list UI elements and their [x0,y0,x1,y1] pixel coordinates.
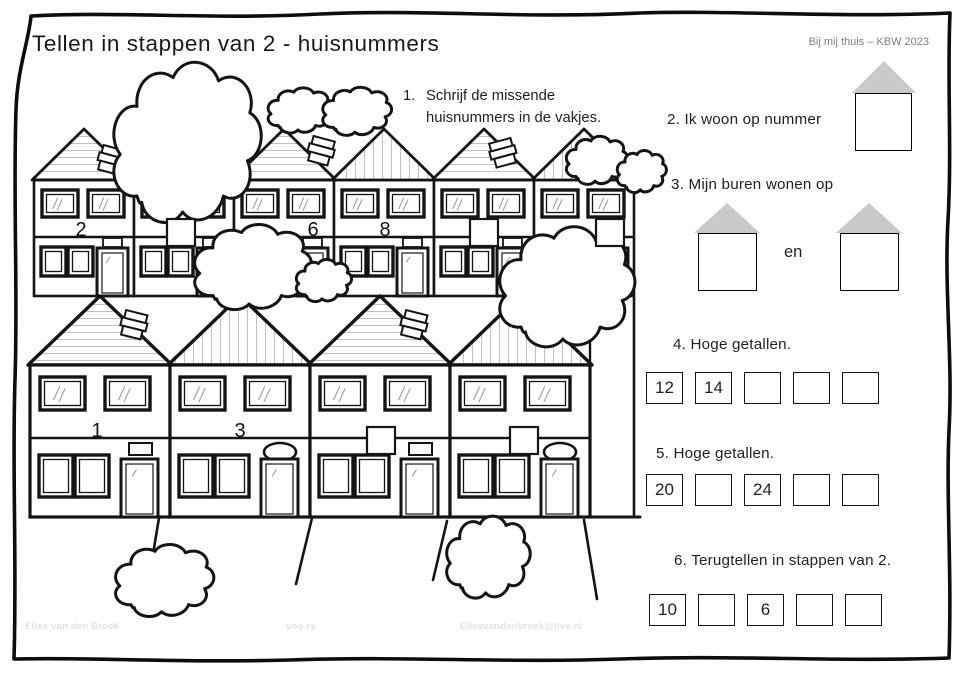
house-labels: 2 6 8 1 3 [75,217,626,456]
tree-bush [500,227,635,347]
credit-text: Bij mij thuis – KBW 2023 [808,36,929,48]
houses-bottom-row [26,294,594,519]
answer-box [796,594,833,626]
chimney [119,308,149,341]
house-bottom-4 [446,294,594,519]
question-1-number: 1. [403,88,416,104]
house-top-4 [330,127,438,298]
answer-house-q3-left [694,203,760,291]
question-1: 1. Schrijf de missende huisnummers in de… [403,86,649,129]
answer-house-box [840,233,899,291]
answer-box: 24 [744,474,781,506]
page-title: Tellen in stappen van 2 - huisnummers [32,31,440,56]
answer-box [744,372,781,404]
house-answer-box [508,425,540,456]
answer-box: 14 [695,372,732,404]
tree-bush [566,136,627,184]
house-answer-box [165,217,197,248]
trees [114,62,667,616]
question-1-text: Schrijf de missende huisnummers in de va… [426,88,602,126]
answer-house-q2 [852,61,916,151]
answer-box: 6 [747,594,784,626]
answer-box [695,474,732,506]
house-number: 1 [91,420,102,442]
tree-bush [296,260,351,302]
chimney [306,134,337,167]
answer-box [842,372,879,404]
answer-box: 20 [646,474,683,506]
garden-path [582,518,599,601]
question-5-answer-row: 20 24 [646,474,879,506]
garden-path [294,516,314,586]
house-number: 8 [379,219,390,241]
answer-box [698,594,735,626]
question-6-label: 6. Terugtellen in stappen van 2. [674,552,892,569]
tree-bush [323,87,392,135]
question-2-label: 2. Ik woon op nummer [667,111,822,128]
roof [26,294,174,367]
house-answer-box [594,217,626,248]
gray-roof-triangle [852,61,916,93]
tree-bush [447,516,531,598]
answer-box [845,594,882,626]
footer-site: yoo.rs [286,621,316,632]
tree-bush [195,224,312,309]
answer-house-box [855,93,912,151]
roof [306,294,454,367]
garden-path [431,519,449,582]
house-bottom-3 [306,294,454,519]
page-border [12,10,952,663]
house-number: 3 [234,420,245,442]
tree-bush [116,544,214,616]
question-6-answer-row: 10 6 [649,594,882,626]
answer-box: 10 [649,594,686,626]
footer-email: Ellesvandenbroek@live.nl [460,621,583,632]
roof [430,127,538,182]
gray-roof-triangle [836,203,902,233]
chimney [399,308,429,341]
answer-house-box [698,233,757,291]
house-answer-box [365,425,397,456]
answer-box [793,372,830,404]
question-3-label: 3. Mijn buren wonen op [671,176,834,193]
answer-box [793,474,830,506]
gray-roof-triangle [694,203,760,233]
house-bottom-2 [166,294,314,519]
house-number: 6 [307,219,318,241]
chimney [487,136,518,169]
house-top-1 [30,127,138,298]
house-bottom-1 [26,294,174,519]
question-3-conjunction: en [784,243,803,261]
question-5-label: 5. Hoge getallen. [656,445,775,462]
question-4-label: 4. Hoge getallen. [673,336,792,353]
footer-author: Elles van den Broek [25,621,120,632]
tree-bush [617,151,666,193]
answer-box [842,474,879,506]
house-answer-box [468,217,500,248]
question-4-answer-row: 12 14 [646,372,879,404]
roof [330,127,438,182]
answer-box: 12 [646,372,683,404]
answer-house-q3-right [836,203,902,291]
ground [28,515,642,601]
house-number: 2 [75,219,86,241]
